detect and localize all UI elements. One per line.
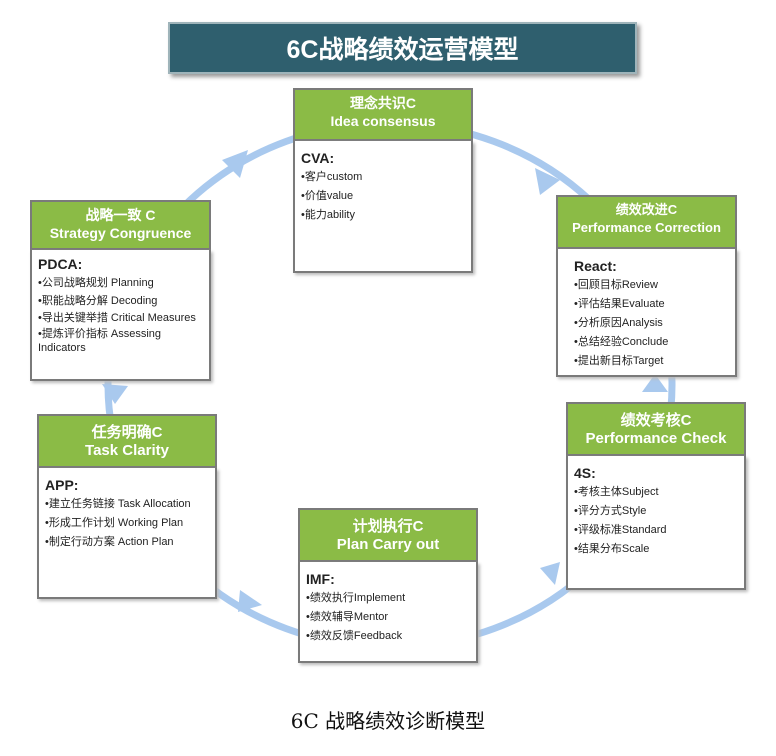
box-title-cn: 理念共识C [349,95,417,111]
list-item: •价值value [301,190,354,202]
list-item: •提出新目标Target [574,355,664,367]
box-label: 4S: [574,465,596,481]
box-title-en: Strategy Congruence [49,225,192,241]
list-item: •绩效反馈Feedback [306,630,403,642]
box-title-en: Idea consensus [330,113,436,129]
box-strategy-congruence: 战略一致 C Strategy Congruence PDCA: •公司战略规划 … [30,200,211,381]
box-idea-consensus: 理念共识C Idea consensus CVA: •客户custom •价值va… [293,88,473,273]
list-item: •提炼评价指标 Assessing Indicators [38,328,162,354]
box-label: CVA: [301,150,335,166]
box-title-en: Task Clarity [85,442,169,459]
box-title-en: Performance Check [585,430,727,447]
list-item: •客户custom [301,171,363,183]
box-title-cn: 绩效改进C [615,202,678,217]
figure-caption: 6C 战略绩效诊断模型 [290,709,486,733]
arrow-icon [642,374,668,392]
box-performance-correction: 绩效改进C Performance Correction React: •回顾目标… [556,195,737,377]
list-item: •分析原因Analysis [574,317,663,329]
list-item: •评级标准Standard [574,524,667,536]
arrow-icon [540,562,560,585]
box-label: IMF: [306,571,335,587]
box-title-en: Performance Correction [572,220,721,235]
list-item: •公司战略规划 Planning [38,277,154,289]
box-title-cn: 战略一致 C [85,207,156,223]
list-item: •导出关键举措 Critical Measures [38,312,196,324]
list-item: •职能战略分解 Decoding [38,295,158,307]
list-item: •评分方式Style [574,505,647,517]
box-title-en: Plan Carry out [336,536,440,553]
list-item: •制定行动方案 Action Plan [45,536,174,548]
box-label: PDCA: [38,256,83,272]
list-item: •绩效执行Implement [306,592,406,604]
arrow-icon [102,384,128,404]
list-item: •形成工作计划 Working Plan [45,517,184,529]
list-item: •绩效辅导Mentor [306,611,389,623]
arrow-icon [535,168,560,195]
box-title-cn: 绩效考核C [620,412,692,429]
arrow-icon [222,150,248,178]
list-item: •考核主体Subject [574,486,659,498]
box-title-cn: 计划执行C [352,518,424,535]
list-item: •总结经验Conclude [574,336,669,348]
page-title: 6C战略绩效运营模型 [168,22,637,74]
box-label: APP: [45,477,79,493]
list-item: •评估结果Evaluate [574,298,665,310]
box-label: React: [574,258,617,274]
arrow-icon [238,590,262,612]
list-item: •结果分布Scale [574,543,650,555]
list-item: •能力ability [301,209,355,221]
box-title-cn: 任务明确C [91,424,163,441]
list-item: •建立任务链接 Task Allocation [45,498,191,510]
list-item: •回顾目标Review [574,279,658,291]
